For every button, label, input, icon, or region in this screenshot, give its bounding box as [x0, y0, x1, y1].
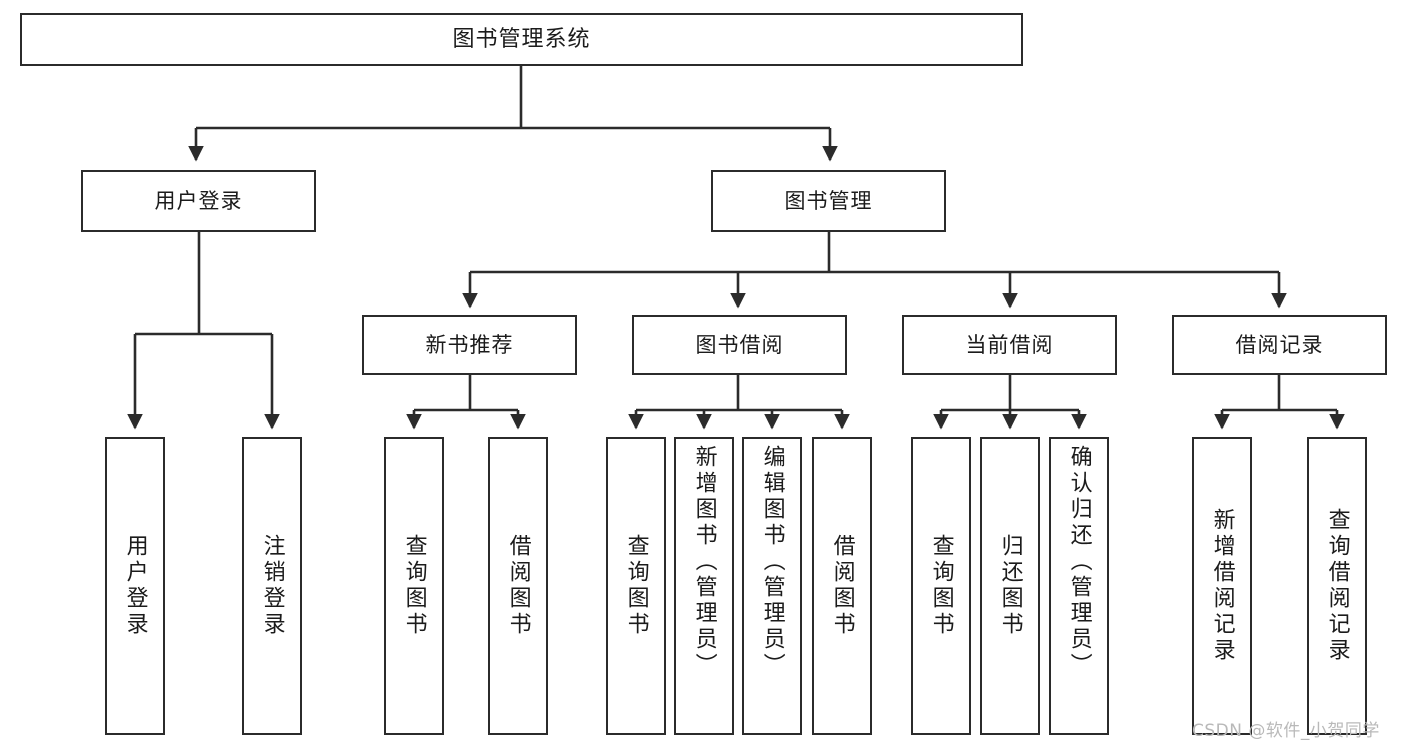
- leaf-new-book-borrow[interactable]: 借阅图书: [488, 437, 548, 735]
- node-label: 用户登录: [154, 188, 243, 213]
- node-label: 图书借阅: [695, 332, 784, 357]
- node-label: 确认归还（管理员）: [1066, 445, 1092, 679]
- node-label: 图书管理系统: [452, 26, 591, 52]
- leaf-current-return-book[interactable]: 归还图书: [980, 437, 1040, 735]
- node-new-book-recommend[interactable]: 新书推荐: [362, 315, 577, 375]
- leaf-user-login-login[interactable]: 用户登录: [105, 437, 165, 735]
- node-label: 用户登录: [122, 534, 148, 638]
- node-book-management[interactable]: 图书管理: [711, 170, 946, 232]
- leaf-borrow-borrow-book[interactable]: 借阅图书: [812, 437, 872, 735]
- node-label: 当前借阅: [965, 332, 1054, 357]
- node-label: 查询图书: [623, 534, 649, 638]
- leaf-current-confirm-return[interactable]: 确认归还（管理员）: [1049, 437, 1109, 735]
- node-root-system[interactable]: 图书管理系统: [20, 13, 1023, 66]
- node-label: 查询图书: [401, 534, 427, 638]
- node-label: 查询借阅记录: [1324, 508, 1350, 664]
- node-label: 新增图书（管理员）: [691, 445, 717, 679]
- node-label: 归还图书: [997, 534, 1023, 638]
- node-label: 新书推荐: [425, 332, 514, 357]
- node-label: 图书管理: [784, 188, 873, 213]
- node-label: 新增借阅记录: [1209, 508, 1235, 664]
- leaf-record-add-record[interactable]: 新增借阅记录: [1192, 437, 1252, 735]
- leaf-user-login-logout[interactable]: 注销登录: [242, 437, 302, 735]
- leaf-new-book-query[interactable]: 查询图书: [384, 437, 444, 735]
- node-label: 借阅图书: [829, 534, 855, 638]
- node-borrow-record[interactable]: 借阅记录: [1172, 315, 1387, 375]
- leaf-borrow-add-book[interactable]: 新增图书（管理员）: [674, 437, 734, 735]
- leaf-current-query-book[interactable]: 查询图书: [911, 437, 971, 735]
- leaf-record-query-record[interactable]: 查询借阅记录: [1307, 437, 1367, 735]
- leaf-borrow-query-book[interactable]: 查询图书: [606, 437, 666, 735]
- node-book-borrow[interactable]: 图书借阅: [632, 315, 847, 375]
- node-label: 查询图书: [928, 534, 954, 638]
- node-label: 借阅图书: [505, 534, 531, 638]
- node-label: 借阅记录: [1235, 332, 1324, 357]
- node-user-login[interactable]: 用户登录: [81, 170, 316, 232]
- node-label: 注销登录: [259, 534, 285, 638]
- csdn-watermark: CSDN @软件_小贺同学: [1192, 721, 1380, 741]
- node-current-borrow[interactable]: 当前借阅: [902, 315, 1117, 375]
- node-label: 编辑图书（管理员）: [759, 445, 785, 679]
- leaf-borrow-edit-book[interactable]: 编辑图书（管理员）: [742, 437, 802, 735]
